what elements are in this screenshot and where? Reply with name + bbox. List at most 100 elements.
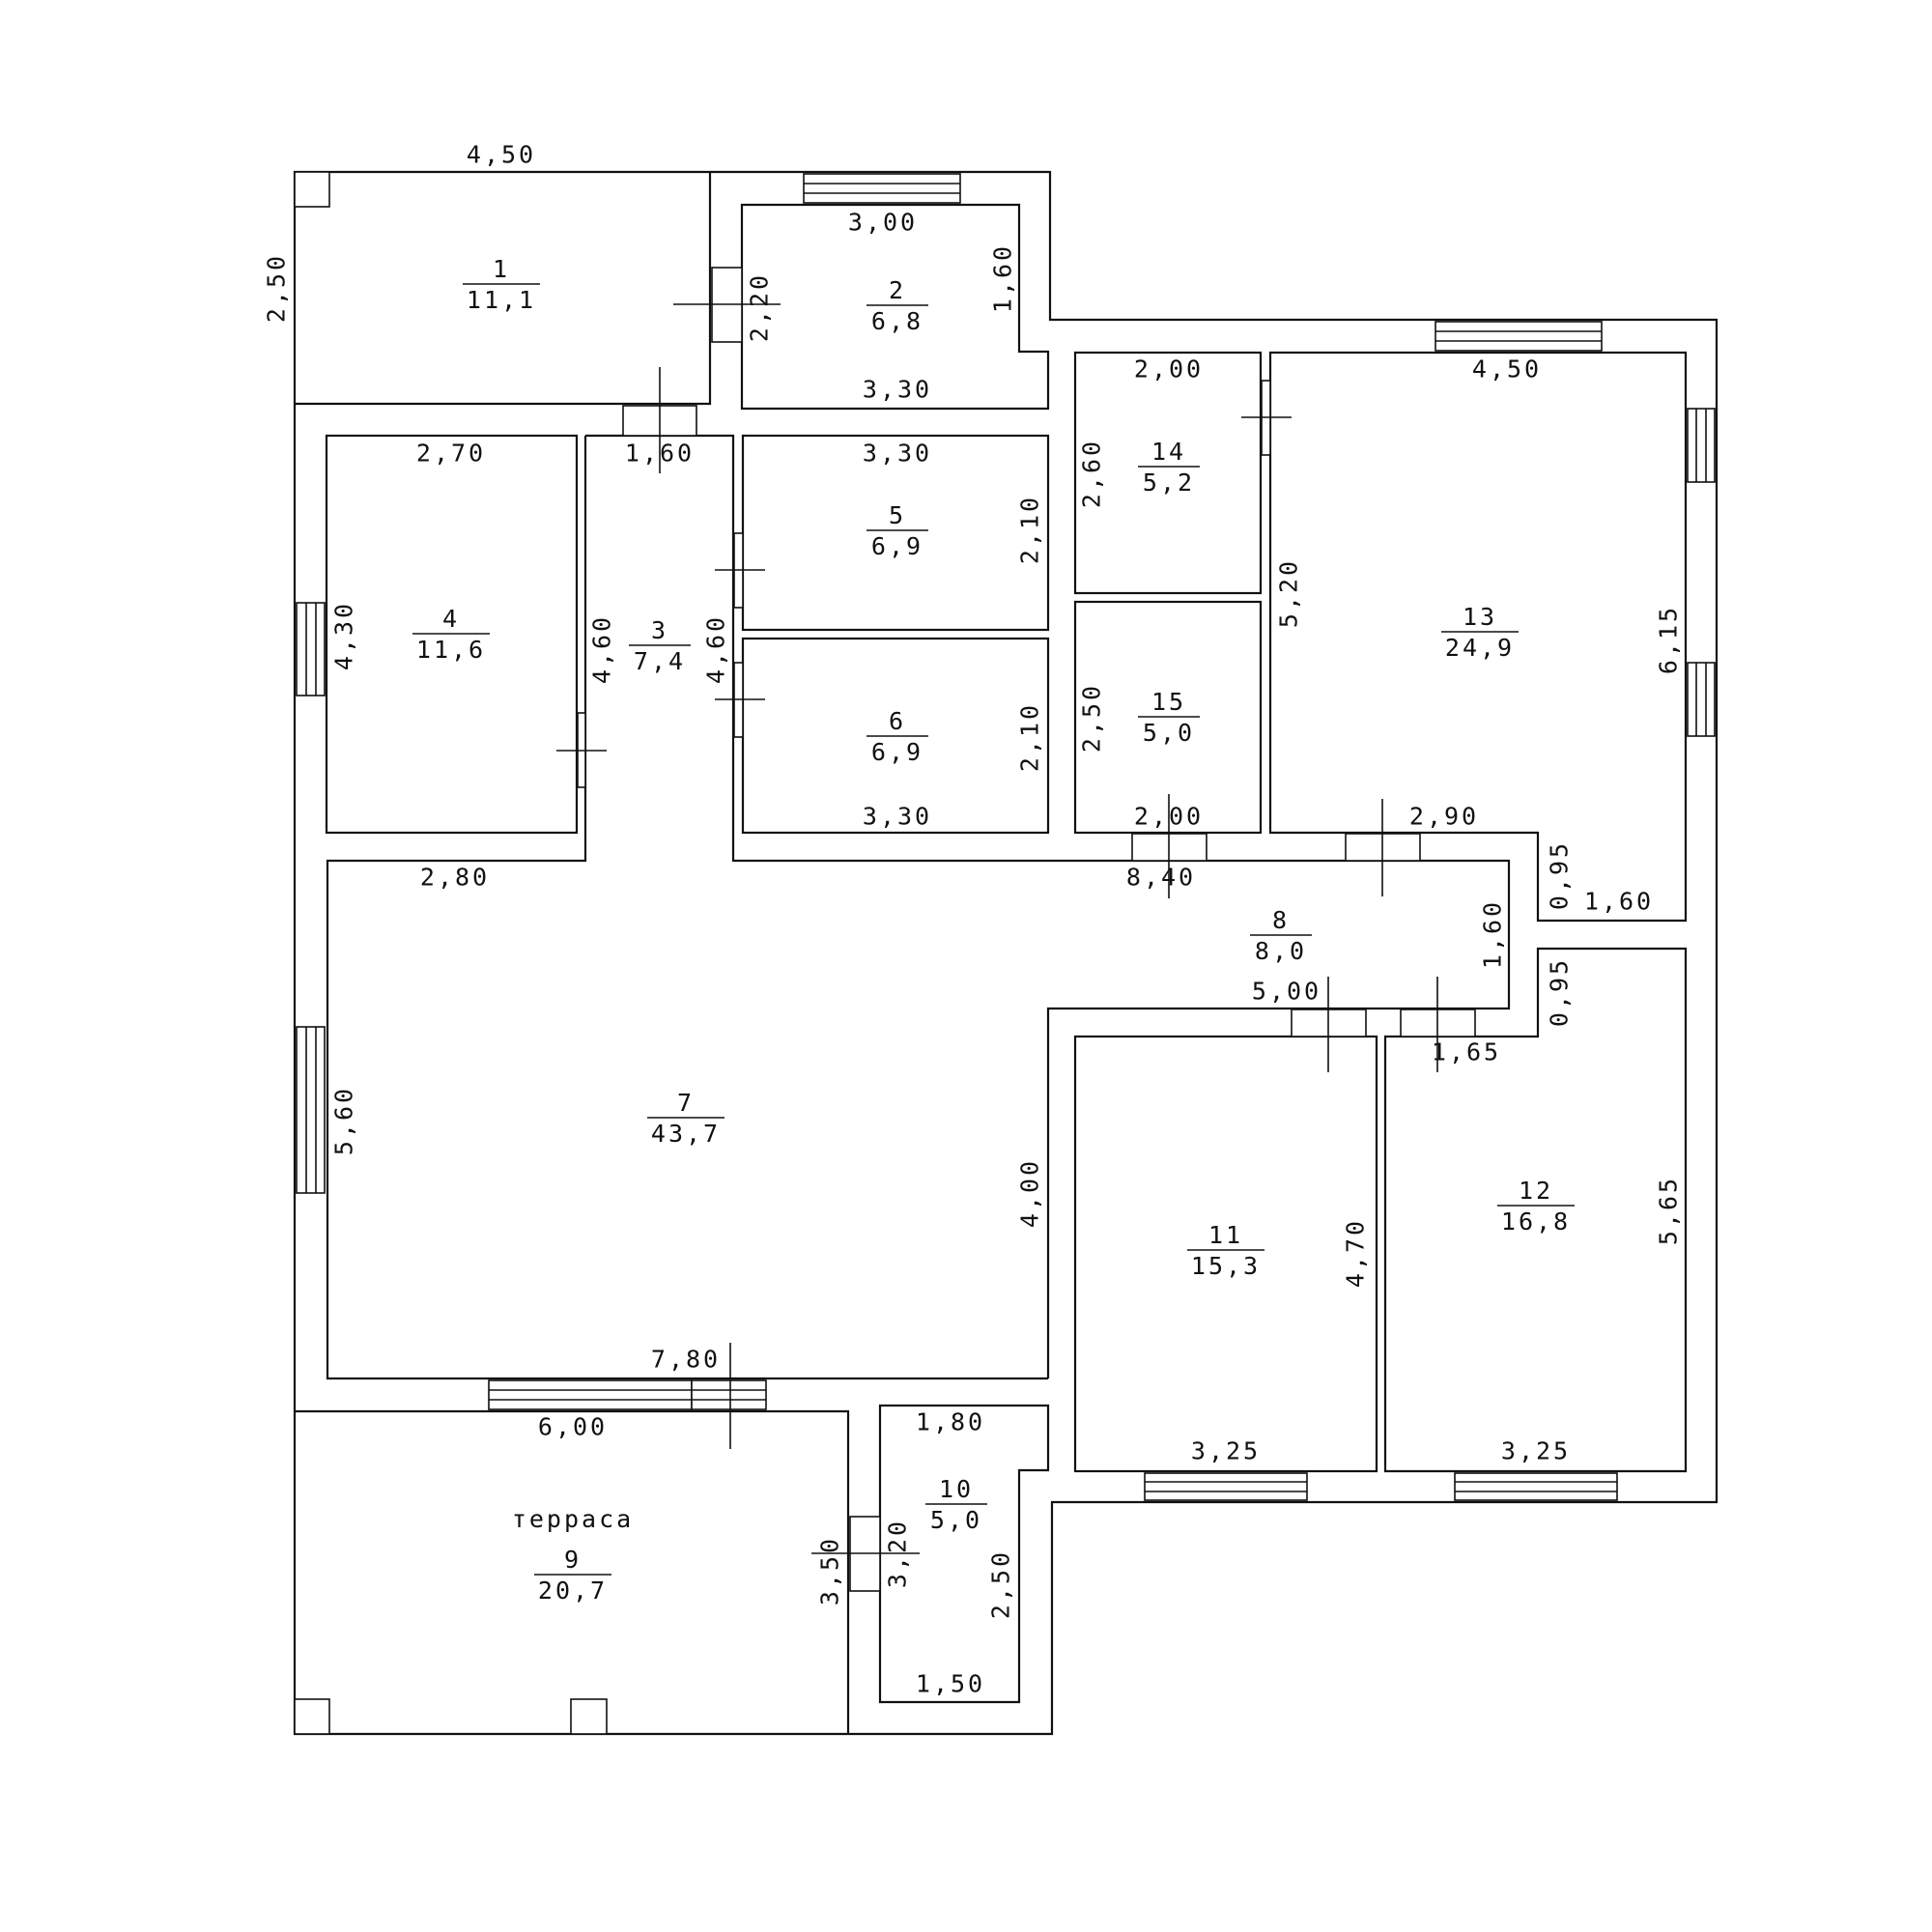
room-label-14: 145,2 xyxy=(1138,438,1200,497)
door-13-14 xyxy=(1241,380,1292,456)
door-8-11 xyxy=(1291,977,1367,1072)
windows xyxy=(296,173,1716,1501)
room-number: 4 xyxy=(442,605,460,633)
window-top-2 xyxy=(803,173,961,204)
window-left-7 xyxy=(296,1026,326,1194)
room-13-wall xyxy=(1268,351,1688,923)
room-number: 9 xyxy=(564,1546,582,1574)
dimension-label: 2,60 xyxy=(1078,439,1106,508)
room-area: 7,4 xyxy=(634,647,686,675)
window-bottom-7-door xyxy=(691,1379,767,1410)
dimension-label: 5,60 xyxy=(330,1086,358,1155)
window-bottom-12 xyxy=(1454,1472,1618,1501)
room-2-wall xyxy=(740,203,1050,411)
dimension-label: 1,60 xyxy=(1479,899,1507,969)
room-number: 2 xyxy=(889,276,906,304)
dimension-label: 0,95 xyxy=(1546,840,1574,910)
room-number: 5 xyxy=(889,501,906,529)
dimension-label: 5,00 xyxy=(1252,978,1321,1006)
room-area: 24,9 xyxy=(1445,634,1515,662)
columns xyxy=(294,171,608,1735)
dimension-label: 3,25 xyxy=(1501,1437,1571,1465)
room-label-7: 743,7 xyxy=(647,1089,724,1148)
dimension-label: 5,20 xyxy=(1275,558,1303,628)
dimension-label: 2,00 xyxy=(1134,803,1204,831)
dimension-label: 4,00 xyxy=(1016,1158,1044,1228)
dimension-label: 7,80 xyxy=(651,1346,721,1374)
room-3-wall xyxy=(585,434,1511,1378)
room-number: 8 xyxy=(1272,906,1290,934)
room-area: 11,1 xyxy=(467,286,536,314)
dimension-label: 4,30 xyxy=(330,601,358,670)
window-left-4 xyxy=(296,602,326,696)
room-1-wall xyxy=(295,172,712,406)
room-label-5: 56,9 xyxy=(867,501,928,560)
door-1-3 xyxy=(622,367,697,473)
room-10-wall xyxy=(878,1404,1050,1704)
room-label-9: терраса 9 20,7 xyxy=(512,1505,634,1605)
room-area: 43,7 xyxy=(651,1120,721,1148)
dimension-label: 1,50 xyxy=(916,1670,985,1698)
room-label-3: 37,4 xyxy=(629,616,691,675)
room-label-6: 66,9 xyxy=(867,707,928,766)
room-area: 5,0 xyxy=(1143,719,1195,747)
room-label-10: 105,0 xyxy=(925,1475,987,1534)
room-3-left-wall xyxy=(326,436,1048,1380)
dimension-label: 3,30 xyxy=(863,376,932,404)
room-area: 6,9 xyxy=(871,738,923,766)
dimension-label: 4,70 xyxy=(1342,1218,1370,1288)
room-14-wall xyxy=(1073,351,1263,595)
room-area: 6,8 xyxy=(871,307,923,335)
room-area: 11,6 xyxy=(416,636,486,664)
room-area: 5,0 xyxy=(930,1506,982,1534)
room-number: 11 xyxy=(1208,1221,1243,1249)
dimension-label: 2,50 xyxy=(263,253,291,323)
dimension-label: 1,60 xyxy=(1584,888,1654,916)
dimension-label: 2,70 xyxy=(416,440,486,468)
dimension-label: 1,60 xyxy=(989,243,1017,313)
door-8-13 xyxy=(1345,799,1421,896)
window-bottom-7 xyxy=(488,1379,693,1410)
room-area: 20,7 xyxy=(538,1577,608,1605)
dimension-label: 2,10 xyxy=(1016,495,1044,564)
dimension-label: 2,10 xyxy=(1016,702,1044,772)
door-8-12 xyxy=(1400,977,1476,1072)
dimension-label: 3,30 xyxy=(863,803,932,831)
dimension-label: 2,00 xyxy=(1134,355,1204,384)
room-number: 13 xyxy=(1463,603,1497,631)
room-area: 15,3 xyxy=(1191,1252,1261,1280)
dimension-label: 3,30 xyxy=(863,440,932,468)
room-label-15: 155,0 xyxy=(1138,688,1200,747)
room-number: 7 xyxy=(677,1089,695,1117)
room-label-1: 111,1 xyxy=(463,255,540,314)
door-3-6 xyxy=(715,662,765,738)
room-number: 14 xyxy=(1151,438,1186,466)
dimension-label: 0,95 xyxy=(1546,957,1574,1027)
window-right-13b xyxy=(1687,662,1716,737)
dimension-label: 6,00 xyxy=(538,1413,608,1441)
room-4-wall xyxy=(325,434,579,835)
door-8-15 xyxy=(1131,794,1208,898)
dimension-label: 4,50 xyxy=(1472,355,1542,384)
dimension-label: 6,15 xyxy=(1655,605,1683,674)
window-top-13 xyxy=(1435,321,1603,352)
room-label-13: 13 24,9 xyxy=(1441,603,1519,662)
room-area: 6,9 xyxy=(871,532,923,560)
dimension-label: 2,20 xyxy=(746,272,774,342)
room-label-4: 411,6 xyxy=(412,605,490,664)
dimension-label: 4,60 xyxy=(588,614,616,684)
dimension-label: 4,50 xyxy=(467,141,536,169)
room-name: терраса xyxy=(512,1505,634,1533)
room-number: 12 xyxy=(1519,1177,1553,1205)
room-number: 10 xyxy=(939,1475,974,1503)
dimension-label: 8,40 xyxy=(1126,864,1196,892)
dimension-label: 1,80 xyxy=(916,1408,985,1436)
room-number: 1 xyxy=(493,255,510,283)
dimension-label: 1,60 xyxy=(625,440,695,468)
room-9-wall xyxy=(295,1409,850,1734)
dimension-label: 3,20 xyxy=(884,1519,912,1588)
room-area: 8,0 xyxy=(1255,937,1307,965)
dimension-label: 2,90 xyxy=(1409,803,1479,831)
